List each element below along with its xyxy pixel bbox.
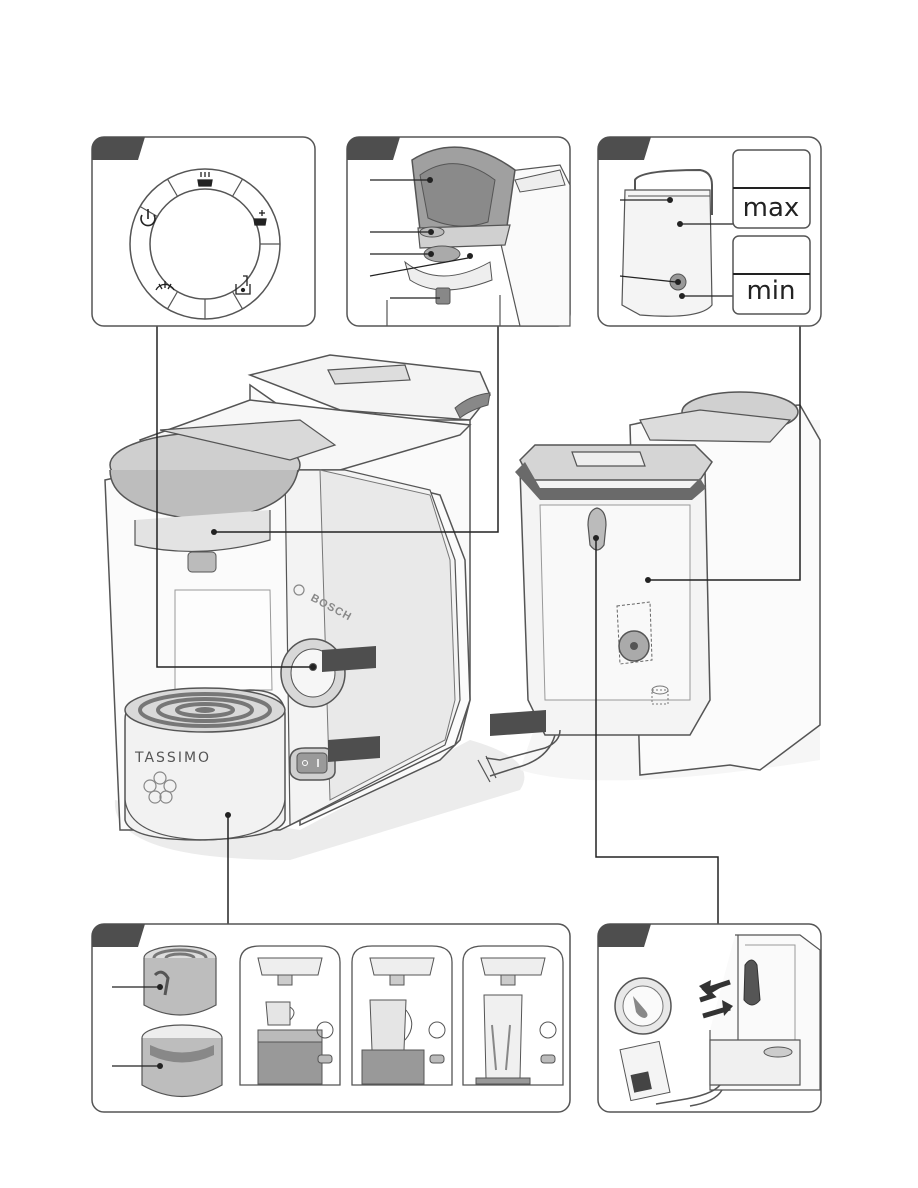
panel-c-tab xyxy=(598,137,651,160)
filter-leaflet-image xyxy=(631,1071,652,1092)
tank-hanger-hook xyxy=(588,508,606,550)
panel-d-tab xyxy=(92,924,145,947)
config-large-cup xyxy=(352,946,452,1085)
switch-callout-tab xyxy=(328,736,380,762)
panel-e-valve xyxy=(764,1047,792,1057)
power-switch-rocker[interactable] xyxy=(297,753,327,773)
front-window xyxy=(175,590,272,690)
rear-machine xyxy=(478,392,820,782)
panel-a-tab xyxy=(92,137,145,160)
dial-inner-disc xyxy=(150,189,260,299)
panel-b-tab xyxy=(347,137,400,160)
cable-callout-tab xyxy=(490,710,546,736)
filter-cartridge-face xyxy=(623,986,663,1026)
main-machine: BOSCH TASSIMO xyxy=(105,355,524,860)
panel-e-tab xyxy=(598,924,651,947)
panel-b-lid-inner xyxy=(420,164,495,227)
panel-e-base xyxy=(710,1040,800,1085)
panel-b-nozzle xyxy=(436,288,450,304)
panel-cup-stand xyxy=(92,924,570,1112)
water-tank-window xyxy=(540,505,690,700)
panel-c-tank xyxy=(622,190,712,316)
panel-brew-head xyxy=(347,137,570,326)
max-label: max xyxy=(743,193,800,223)
water-filter-center xyxy=(630,642,638,650)
config-small-cup xyxy=(240,946,340,1085)
panel-control-dial xyxy=(92,137,315,326)
min-label: min xyxy=(746,276,795,306)
panel-b-marker-3 xyxy=(428,251,434,257)
water-tank-lid-opening xyxy=(572,452,645,466)
drip-grid-center xyxy=(195,707,215,713)
product-logo: TASSIMO xyxy=(134,750,211,766)
panel-b-marker-2 xyxy=(428,229,434,235)
panel-filter xyxy=(598,924,821,1112)
brew-nozzle xyxy=(188,552,216,572)
dial-callout-tab xyxy=(322,646,376,672)
config-tall-glass xyxy=(463,946,563,1085)
panel-water-tank: max min xyxy=(598,137,821,326)
panel-e-filter-holder xyxy=(744,960,760,1005)
dial-marker xyxy=(310,664,316,670)
